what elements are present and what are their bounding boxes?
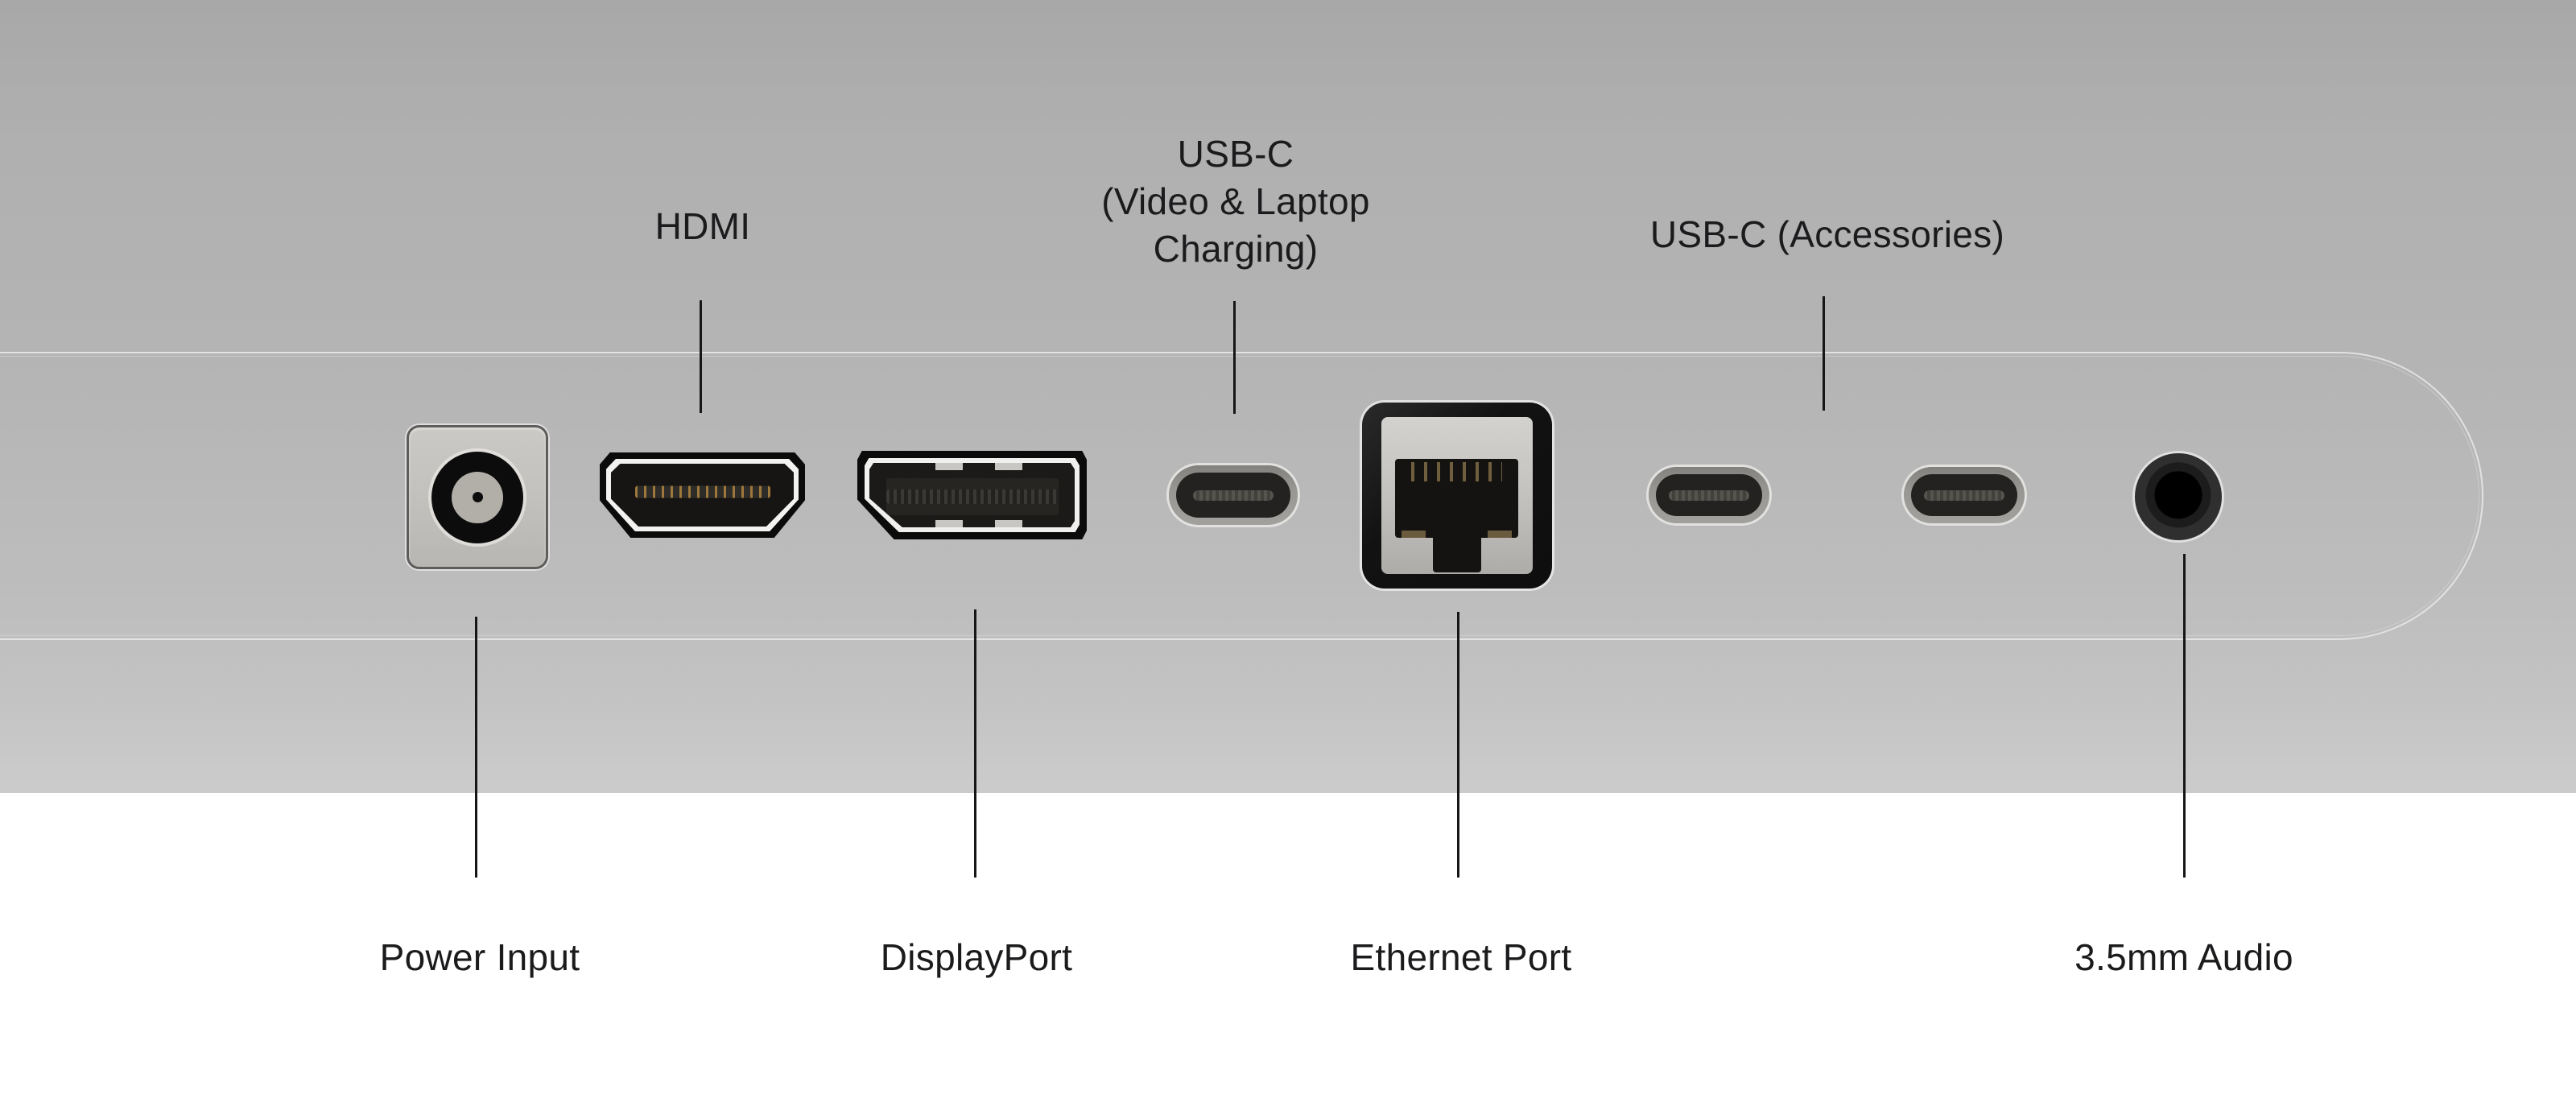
displayport-tab bbox=[995, 520, 1022, 527]
usbc-cavity bbox=[1656, 474, 1762, 516]
ethernet-port-label: Ethernet Port bbox=[1351, 934, 1572, 981]
usbc-video-label-line: (Video & Laptop bbox=[1101, 180, 1370, 222]
recessed-port-panel bbox=[0, 352, 2483, 640]
displayport-port-icon bbox=[857, 451, 1087, 539]
usbc-accessories-leader-line bbox=[1823, 296, 1825, 411]
usbc-accessories-label-line: USB-C (Accessories) bbox=[1649, 213, 2005, 255]
monitor-rear-body bbox=[0, 0, 2576, 793]
usbc-tongue bbox=[1669, 489, 1749, 501]
usbc-accessories-label: USB-C (Accessories) bbox=[1650, 211, 2004, 258]
usbc-video-leader-line bbox=[1233, 301, 1236, 414]
hdmi-leader-line bbox=[700, 300, 702, 413]
usbc-video-label-line: Charging) bbox=[1153, 228, 1319, 270]
power-barrel-ring bbox=[431, 451, 523, 543]
ethernet-contact-strip bbox=[1402, 531, 1426, 538]
displayport-leader-line bbox=[974, 609, 976, 878]
audio-jack-icon bbox=[2135, 453, 2222, 540]
audio-label: 3.5mm Audio bbox=[2074, 934, 2293, 981]
displayport-tab bbox=[995, 463, 1022, 470]
usbc-accessory-port-1-icon bbox=[1649, 467, 1769, 523]
power-input-label-line: Power Input bbox=[379, 936, 580, 978]
displayport-tab bbox=[935, 463, 963, 470]
usbc-cavity bbox=[1911, 474, 2017, 516]
ethernet-contact-strip bbox=[1488, 531, 1512, 538]
hdmi-pin-strip bbox=[634, 485, 770, 498]
usbc-video-port-icon bbox=[1169, 465, 1298, 525]
power-input-leader-line bbox=[475, 617, 477, 878]
power-input-port-icon bbox=[407, 425, 548, 569]
usbc-video-label: USB-C (Video & Laptop Charging) bbox=[1101, 130, 1370, 273]
usbc-tongue bbox=[1193, 489, 1274, 501]
audio-label-line: 3.5mm Audio bbox=[2074, 936, 2293, 978]
hdmi-label-line: HDMI bbox=[654, 205, 751, 247]
displayport-label: DisplayPort bbox=[881, 934, 1073, 981]
ethernet-port-label-line: Ethernet Port bbox=[1350, 936, 1572, 978]
ethernet-pins bbox=[1411, 462, 1502, 481]
displayport-tab bbox=[935, 520, 963, 527]
usbc-accessory-port-2-icon bbox=[1904, 467, 2025, 523]
ethernet-cavity bbox=[1395, 459, 1518, 538]
ethernet-port-icon bbox=[1362, 403, 1552, 589]
ethernet-leader-line bbox=[1457, 612, 1459, 878]
hdmi-label: HDMI bbox=[655, 203, 751, 250]
usbc-cavity bbox=[1176, 473, 1290, 518]
power-center-pin bbox=[472, 492, 483, 502]
audio-leader-line bbox=[2183, 554, 2186, 878]
ethernet-clip-notch bbox=[1433, 537, 1481, 572]
power-input-label: Power Input bbox=[380, 934, 580, 981]
displayport-label-line: DisplayPort bbox=[880, 936, 1073, 978]
usbc-video-label-line: USB-C bbox=[1177, 133, 1294, 175]
displayport-pin-strip bbox=[886, 477, 1059, 515]
power-barrel-inner bbox=[452, 471, 503, 523]
hdmi-port-icon bbox=[600, 452, 805, 538]
usbc-tongue bbox=[1924, 489, 2004, 501]
